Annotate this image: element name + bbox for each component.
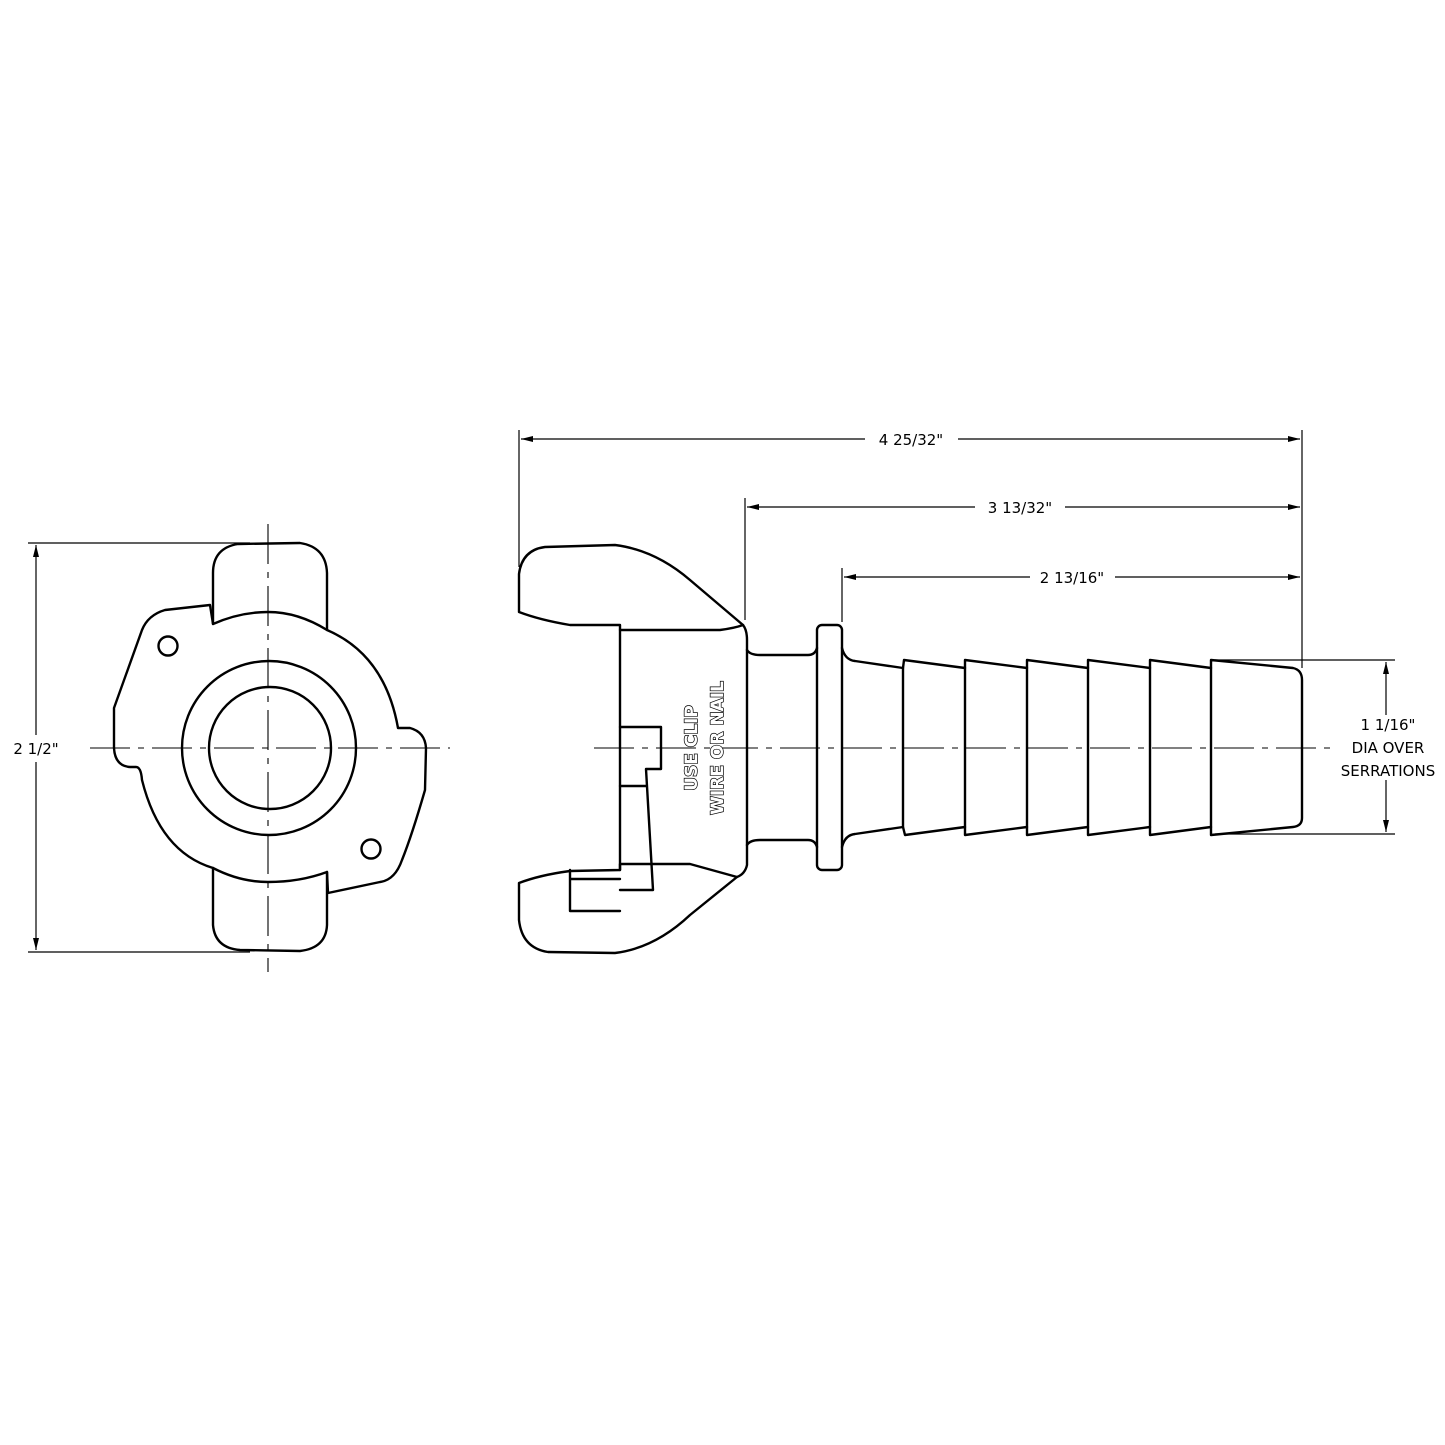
serration-dia-label-3: SERRATIONS [1341, 762, 1435, 780]
lower-jaw [517, 862, 739, 955]
upper-jaw [517, 543, 745, 632]
bottom-lug [211, 866, 329, 953]
marking-line1: USE CLIP [682, 705, 702, 791]
serration-1 [901, 658, 967, 837]
stem-length-label: 2 13/16" [1040, 569, 1104, 587]
outer-bore [180, 659, 358, 837]
serration-dia-label-2: DIA OVER [1352, 739, 1425, 757]
flange-outline [112, 603, 428, 895]
side-view: USE CLIP WIRE OR NAIL 4 25/32" [517, 430, 1435, 955]
collar [815, 623, 844, 872]
front-view: 2 1/2" [13, 524, 450, 972]
serration-2 [963, 658, 1029, 837]
marking-text: USE CLIP WIRE OR NAIL [681, 680, 728, 815]
top-lug [211, 541, 329, 632]
overall-height-label: 2 1/2" [13, 740, 58, 758]
stem-root [840, 646, 905, 849]
body-length-label: 3 13/32" [988, 499, 1052, 517]
mounting-hole-lower-right [360, 838, 382, 860]
serrations [901, 658, 1304, 837]
overall-length-label: 4 25/32" [879, 431, 943, 449]
serration-4 [1086, 658, 1152, 837]
marking-line2: WIRE OR NAIL [708, 681, 728, 815]
neck [745, 646, 819, 849]
serration-3 [1025, 658, 1090, 837]
latch-detail [568, 725, 663, 913]
inner-bore [207, 685, 333, 811]
serration-6-tip [1209, 658, 1304, 837]
serration-5 [1148, 658, 1213, 837]
mounting-hole-upper-left [157, 635, 179, 657]
coupling-body [618, 623, 749, 879]
serration-dia-label-1: 1 1/16" [1361, 716, 1416, 734]
